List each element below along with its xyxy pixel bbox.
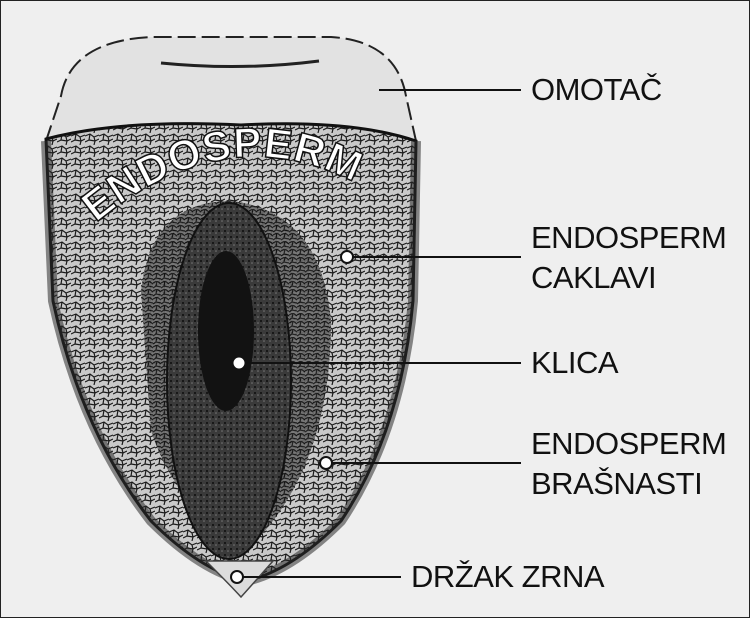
embryo-core [198,251,254,411]
dot-caklavi [341,251,353,263]
label-klica: KLICA [531,344,618,382]
label-omotac: OMOTAČ [531,71,662,109]
dot-drzak [231,571,243,583]
label-endosperm-brasnasti-1: ENDOSPERM [531,425,726,463]
label-endosperm-caklavi-2: CAKLAVI [531,259,656,297]
dot-klica [234,358,244,368]
label-drzak-zrna: DRŽAK ZRNA [411,558,604,596]
dot-brasnasti [320,457,332,469]
label-endosperm-brasnasti-2: BRAŠNASTI [531,465,702,503]
label-endosperm-caklavi-1: ENDOSPERM [531,219,726,257]
